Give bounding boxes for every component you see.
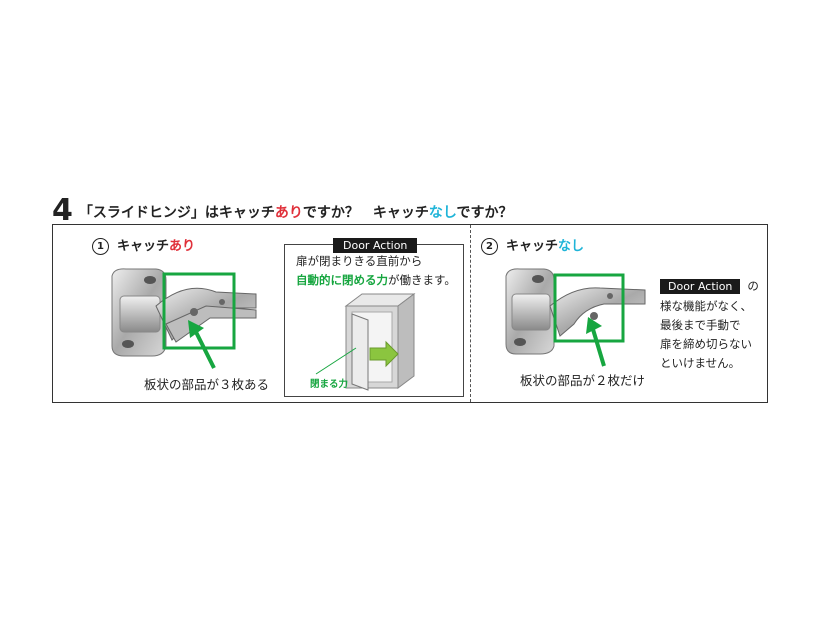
section-heading: 4 「スライドヒンジ」はキャッチありですか？ キャッチなしですか？ xyxy=(52,192,512,226)
section2-line2: 様な機能がなく、 xyxy=(660,299,752,313)
door-action-line1: 扉が閉まりきる直前から xyxy=(296,254,423,268)
circled-number-1: 1 xyxy=(92,238,109,255)
heading-text: 「スライドヒンジ」はキャッチありですか？ キャッチなしですか？ xyxy=(78,205,513,221)
section2-line3: 最後まで手動で xyxy=(660,318,741,332)
heading-accent-nashi: なし xyxy=(428,205,457,221)
dashed-divider xyxy=(470,225,471,402)
section2-line5: といけません。 xyxy=(660,356,741,370)
pointer-arrow-icon xyxy=(188,320,216,369)
comparison-frame xyxy=(52,224,768,403)
circled-number-2: 2 xyxy=(481,238,498,255)
section2-line4: 扉を締め切らない xyxy=(660,337,752,351)
cabinet-door-diagram xyxy=(315,293,416,391)
section2-caption: 板状の部品が２枚だけ xyxy=(520,373,646,388)
section1-caption: 板状の部品が３枚ある xyxy=(144,377,270,392)
hinge-with-catch-image xyxy=(111,268,257,357)
heading-accent-ari: あり xyxy=(274,205,303,221)
section-number: 4 xyxy=(52,193,73,228)
door-action-line2: 自動的に閉める力が働きます。 xyxy=(296,273,456,287)
hinge-without-catch-image xyxy=(505,268,646,355)
door-action-badge-2: Door Action xyxy=(660,279,741,294)
door-action-badge: Door Action xyxy=(333,238,418,253)
pointer-arrow-icon xyxy=(586,317,606,367)
diagram-label: 閉まる力 xyxy=(310,379,349,390)
